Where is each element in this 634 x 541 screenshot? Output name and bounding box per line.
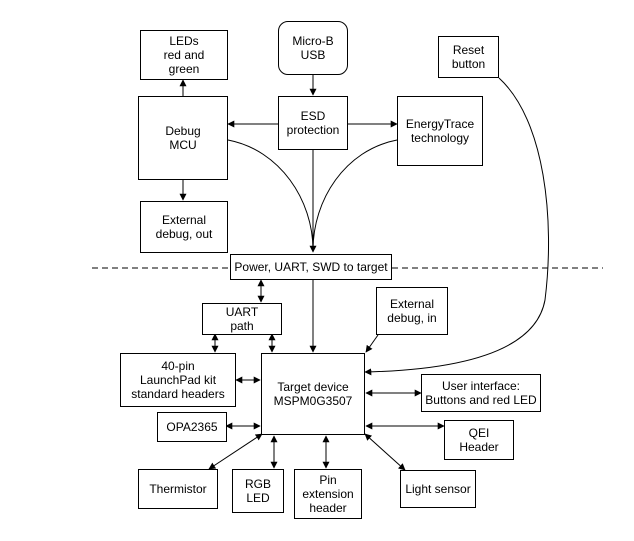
leds-label-line-1: LEDs — [169, 34, 199, 48]
pin-extension-label-line-2: extension — [302, 487, 354, 501]
user-interface-label-line-2: Buttons and red LED — [425, 393, 537, 407]
thermistor-label: Thermistor — [149, 482, 207, 496]
energytrace-label-line-1: EnergyTrace — [405, 117, 475, 131]
uart-label-line-2: path — [230, 319, 254, 333]
target-to-light-sensor-connector — [364, 433, 406, 471]
light-sensor-label: Light sensor — [405, 482, 471, 496]
esd-label-line-1: ESD — [300, 109, 326, 123]
debug-mcu-label-line-2: MCU — [169, 138, 197, 152]
reset-label-line-2: button — [451, 57, 486, 71]
uart-path-box: UART path — [202, 303, 282, 335]
leds-red-green-box: LEDs red and green — [140, 30, 228, 80]
esd-protection-box: ESD protection — [278, 96, 348, 150]
external-debug-in-label-line-2: debug, in — [387, 311, 437, 325]
debug-mcu-box: Debug MCU — [138, 96, 228, 180]
user-interface-label-line-1: User interface: — [441, 379, 521, 393]
external-debug-out-label-line-1: External — [161, 213, 207, 227]
user-interface-box: User interface: Buttons and red LED — [421, 374, 541, 412]
rgb-label-line-2: LED — [246, 491, 270, 505]
usb-label-line-1: Micro-B — [292, 34, 334, 48]
power-bus-label: Power, UART, SWD to target — [234, 260, 388, 274]
power-uart-swd-bus-box: Power, UART, SWD to target — [230, 254, 392, 280]
target-label-line-1: Target device — [277, 380, 349, 394]
esd-label-line-2: protection — [286, 123, 340, 137]
qei-label-line-1: QEI — [468, 426, 490, 440]
opa-label: OPA2365 — [166, 420, 218, 434]
opa2365-box: OPA2365 — [157, 412, 227, 442]
target-to-thermistor-connector — [208, 433, 263, 470]
qei-label-line-2: Header — [459, 440, 499, 454]
micro-b-usb-box: Micro-B USB — [278, 21, 348, 75]
usb-label-line-2: USB — [300, 48, 326, 62]
pin-extension-header-box: Pin extension header — [294, 469, 362, 519]
leds-label-line-2: red and — [163, 48, 205, 62]
external-debug-in-box: External debug, in — [376, 287, 448, 335]
energytrace-label-line-2: technology — [410, 131, 470, 145]
debug-mcu-merge-curve — [227, 139, 314, 251]
leds-label-line-3: green — [168, 62, 200, 76]
target-device-box: Target device MSPM0G3507 — [261, 353, 365, 435]
qei-header-box: QEI Header — [444, 420, 514, 460]
light-sensor-box: Light sensor — [400, 470, 476, 508]
target-label-line-2: MSPM0G3507 — [273, 394, 353, 408]
rgb-label-line-1: RGB — [244, 477, 271, 491]
launchpad-label-line-2: LaunchPad kit — [139, 373, 217, 387]
reset-to-target-curve — [364, 77, 549, 376]
energytrace-merge-curve — [312, 139, 398, 251]
external-debug-out-box: External debug, out — [140, 201, 228, 253]
energytrace-box: EnergyTrace technology — [397, 96, 483, 166]
external-debug-out-label-line-2: debug, out — [155, 227, 213, 241]
reset-label-line-1: Reset — [452, 43, 485, 57]
launchpad-label-line-1: 40-pin — [161, 359, 195, 373]
pin-extension-label-line-1: Pin — [319, 473, 337, 487]
launchpad-label-line-3: standard headers — [131, 387, 225, 401]
pin-extension-label-line-3: header — [309, 501, 347, 515]
thermistor-box: Thermistor — [138, 469, 218, 509]
reset-button-box: Reset button — [438, 36, 499, 78]
rgb-led-box: RGB LED — [232, 469, 284, 513]
external-debug-in-label-line-1: External — [389, 297, 435, 311]
launchpad-headers-box: 40-pin LaunchPad kit standard headers — [120, 353, 236, 407]
external-debug-in-to-target-connector — [365, 334, 379, 353]
debug-mcu-label-line-1: Debug — [165, 124, 201, 138]
uart-label-line-1: UART — [225, 305, 259, 319]
